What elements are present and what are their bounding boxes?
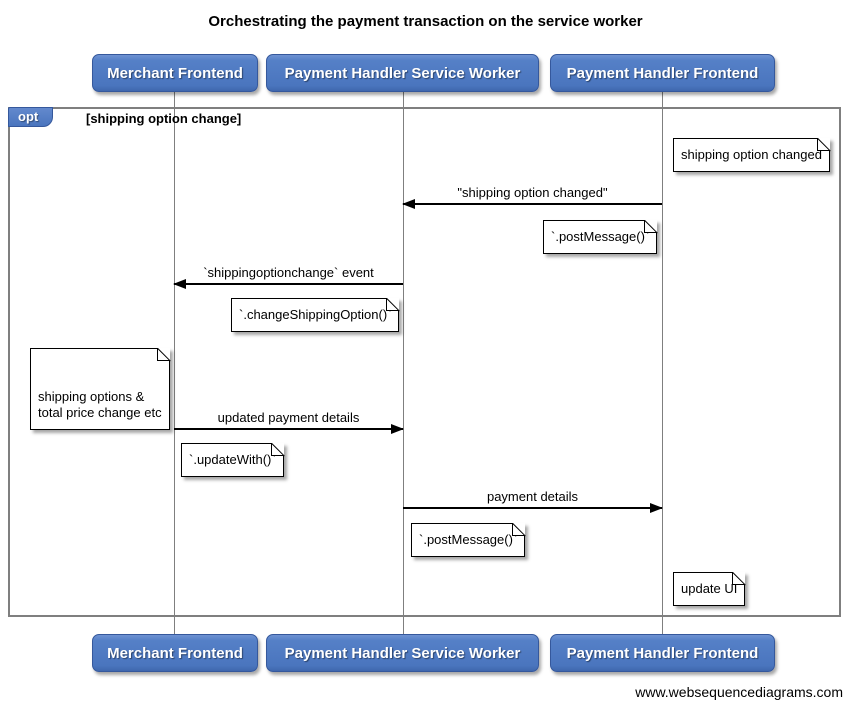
note-fold-icon: [644, 220, 658, 233]
message-payment-details: payment details: [403, 489, 663, 513]
diagram-title: Orchestrating the payment transaction on…: [208, 13, 643, 30]
arrow-left-icon: [173, 279, 403, 289]
actor-top-payment-handler-frontend: Payment Handler Frontend: [550, 54, 775, 92]
note-text: `.postMessage()`: [551, 229, 650, 244]
note-update-ui: update UI: [673, 572, 746, 606]
opt-frame: opt [shipping option change]: [8, 107, 841, 617]
note-shipping-options-total-price: shipping options & total price change et…: [30, 348, 170, 430]
arrow-right-icon: [174, 424, 404, 434]
note-shipping-option-changed: shipping option changed: [673, 138, 830, 172]
note-fold-icon: [270, 443, 284, 456]
message-label: payment details: [486, 489, 579, 504]
lifeline-payment-handler-frontend: [662, 92, 663, 635]
note-fold-icon: [512, 523, 526, 536]
note-postmessage-1: `.postMessage()`: [543, 220, 658, 254]
message-shipping-option-changed: "shipping option changed": [402, 185, 662, 209]
note-updatewith: `.updateWith()`: [181, 443, 284, 477]
lifeline-merchant-frontend: [174, 92, 175, 635]
message-label: "shipping option changed": [457, 185, 608, 200]
note-text: `.postMessage()`: [419, 532, 518, 547]
arrow-right-icon: [403, 503, 663, 513]
watermark-websequencediagrams: www.websequencediagrams.com: [635, 684, 843, 700]
arrow-left-icon: [402, 199, 662, 209]
actor-bottom-merchant-frontend: Merchant Frontend: [92, 634, 258, 672]
actor-top-payment-handler-service-worker: Payment Handler Service Worker: [266, 54, 539, 92]
note-text: update UI: [681, 581, 738, 596]
note-postmessage-2: `.postMessage()`: [411, 523, 526, 557]
message-updated-payment-details: updated payment details: [174, 410, 404, 434]
actor-top-merchant-frontend: Merchant Frontend: [92, 54, 258, 92]
actor-bottom-payment-handler-service-worker: Payment Handler Service Worker: [266, 634, 539, 672]
actor-bottom-payment-handler-frontend: Payment Handler Frontend: [550, 634, 775, 672]
opt-condition-label: [shipping option change]: [86, 111, 242, 126]
message-label: updated payment details: [217, 410, 360, 425]
opt-operator-tab: opt: [8, 107, 54, 127]
message-shippingoptionchange-event: `shippingoptionchange` event: [173, 265, 403, 289]
note-changeshippingoption: `.changeShippingOption()`: [231, 298, 400, 332]
note-text: shipping options & total price change et…: [38, 389, 162, 420]
message-label: `shippingoptionchange` event: [203, 265, 374, 280]
lifeline-payment-handler-service-worker: [403, 92, 404, 635]
note-fold-icon: [156, 348, 170, 361]
note-text: shipping option changed: [681, 147, 822, 162]
note-text: `.updateWith()`: [189, 452, 276, 467]
note-fold-icon: [816, 138, 830, 151]
note-fold-icon: [386, 298, 400, 311]
note-text: `.changeShippingOption()`: [239, 307, 392, 322]
note-fold-icon: [732, 572, 746, 585]
